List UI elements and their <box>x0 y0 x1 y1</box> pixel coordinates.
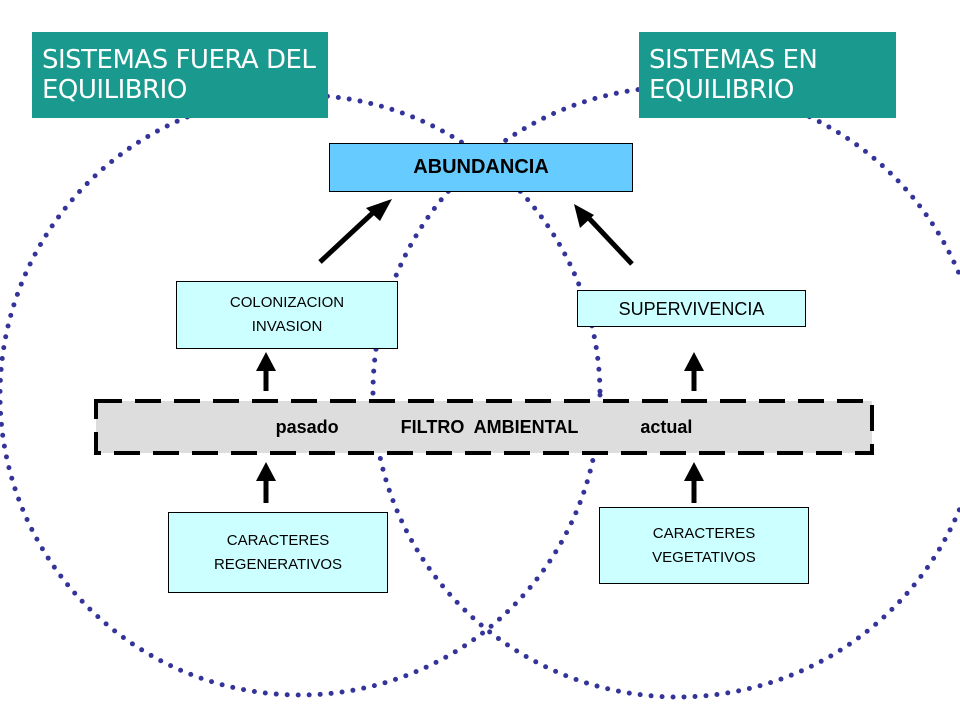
colonizacion-text: COLONIZACION INVASION <box>229 294 345 335</box>
colonizacion-box: COLONIZACION INVASION <box>176 281 398 349</box>
arrow-vegetativos-to-filter <box>684 462 704 503</box>
regenerativos-text: CARACTERES REGENERATIVOS <box>213 531 343 573</box>
arrow-filter-to-supervivencia <box>684 352 704 391</box>
vegetativos-text: CARACTERES VEGETATIVOS <box>652 524 756 566</box>
system-out-of-equilibrium-text: SISTEMAS FUERA DEL EQUILIBRIO <box>42 45 316 105</box>
arrow-regenerativos-to-filter <box>256 462 276 503</box>
supervivencia-box: SUPERVIVENCIA <box>577 290 806 327</box>
system-in-equilibrium-text: SISTEMAS EN EQUILIBRIO <box>649 45 818 105</box>
right-system-circle <box>370 84 960 700</box>
abundancia-text: ABUNDANCIA <box>413 156 549 178</box>
system-in-equilibrium-label: SISTEMAS EN EQUILIBRIO <box>639 32 896 118</box>
filter-band <box>94 399 874 455</box>
arrow-colonizacion-to-abundancia <box>318 199 392 264</box>
supervivencia-text: SUPERVIVENCIA <box>618 298 765 319</box>
system-out-of-equilibrium-label: SISTEMAS FUERA DEL EQUILIBRIO <box>32 32 328 118</box>
left-system-circle <box>0 92 603 698</box>
regenerativos-box: CARACTERES REGENERATIVOS <box>168 512 388 593</box>
vegetativos-box: CARACTERES VEGETATIVOS <box>599 507 809 584</box>
arrow-supervivencia-to-abundancia <box>574 204 634 266</box>
abundancia-box: ABUNDANCIA <box>329 143 633 192</box>
arrow-filter-to-colonizacion <box>256 352 276 391</box>
